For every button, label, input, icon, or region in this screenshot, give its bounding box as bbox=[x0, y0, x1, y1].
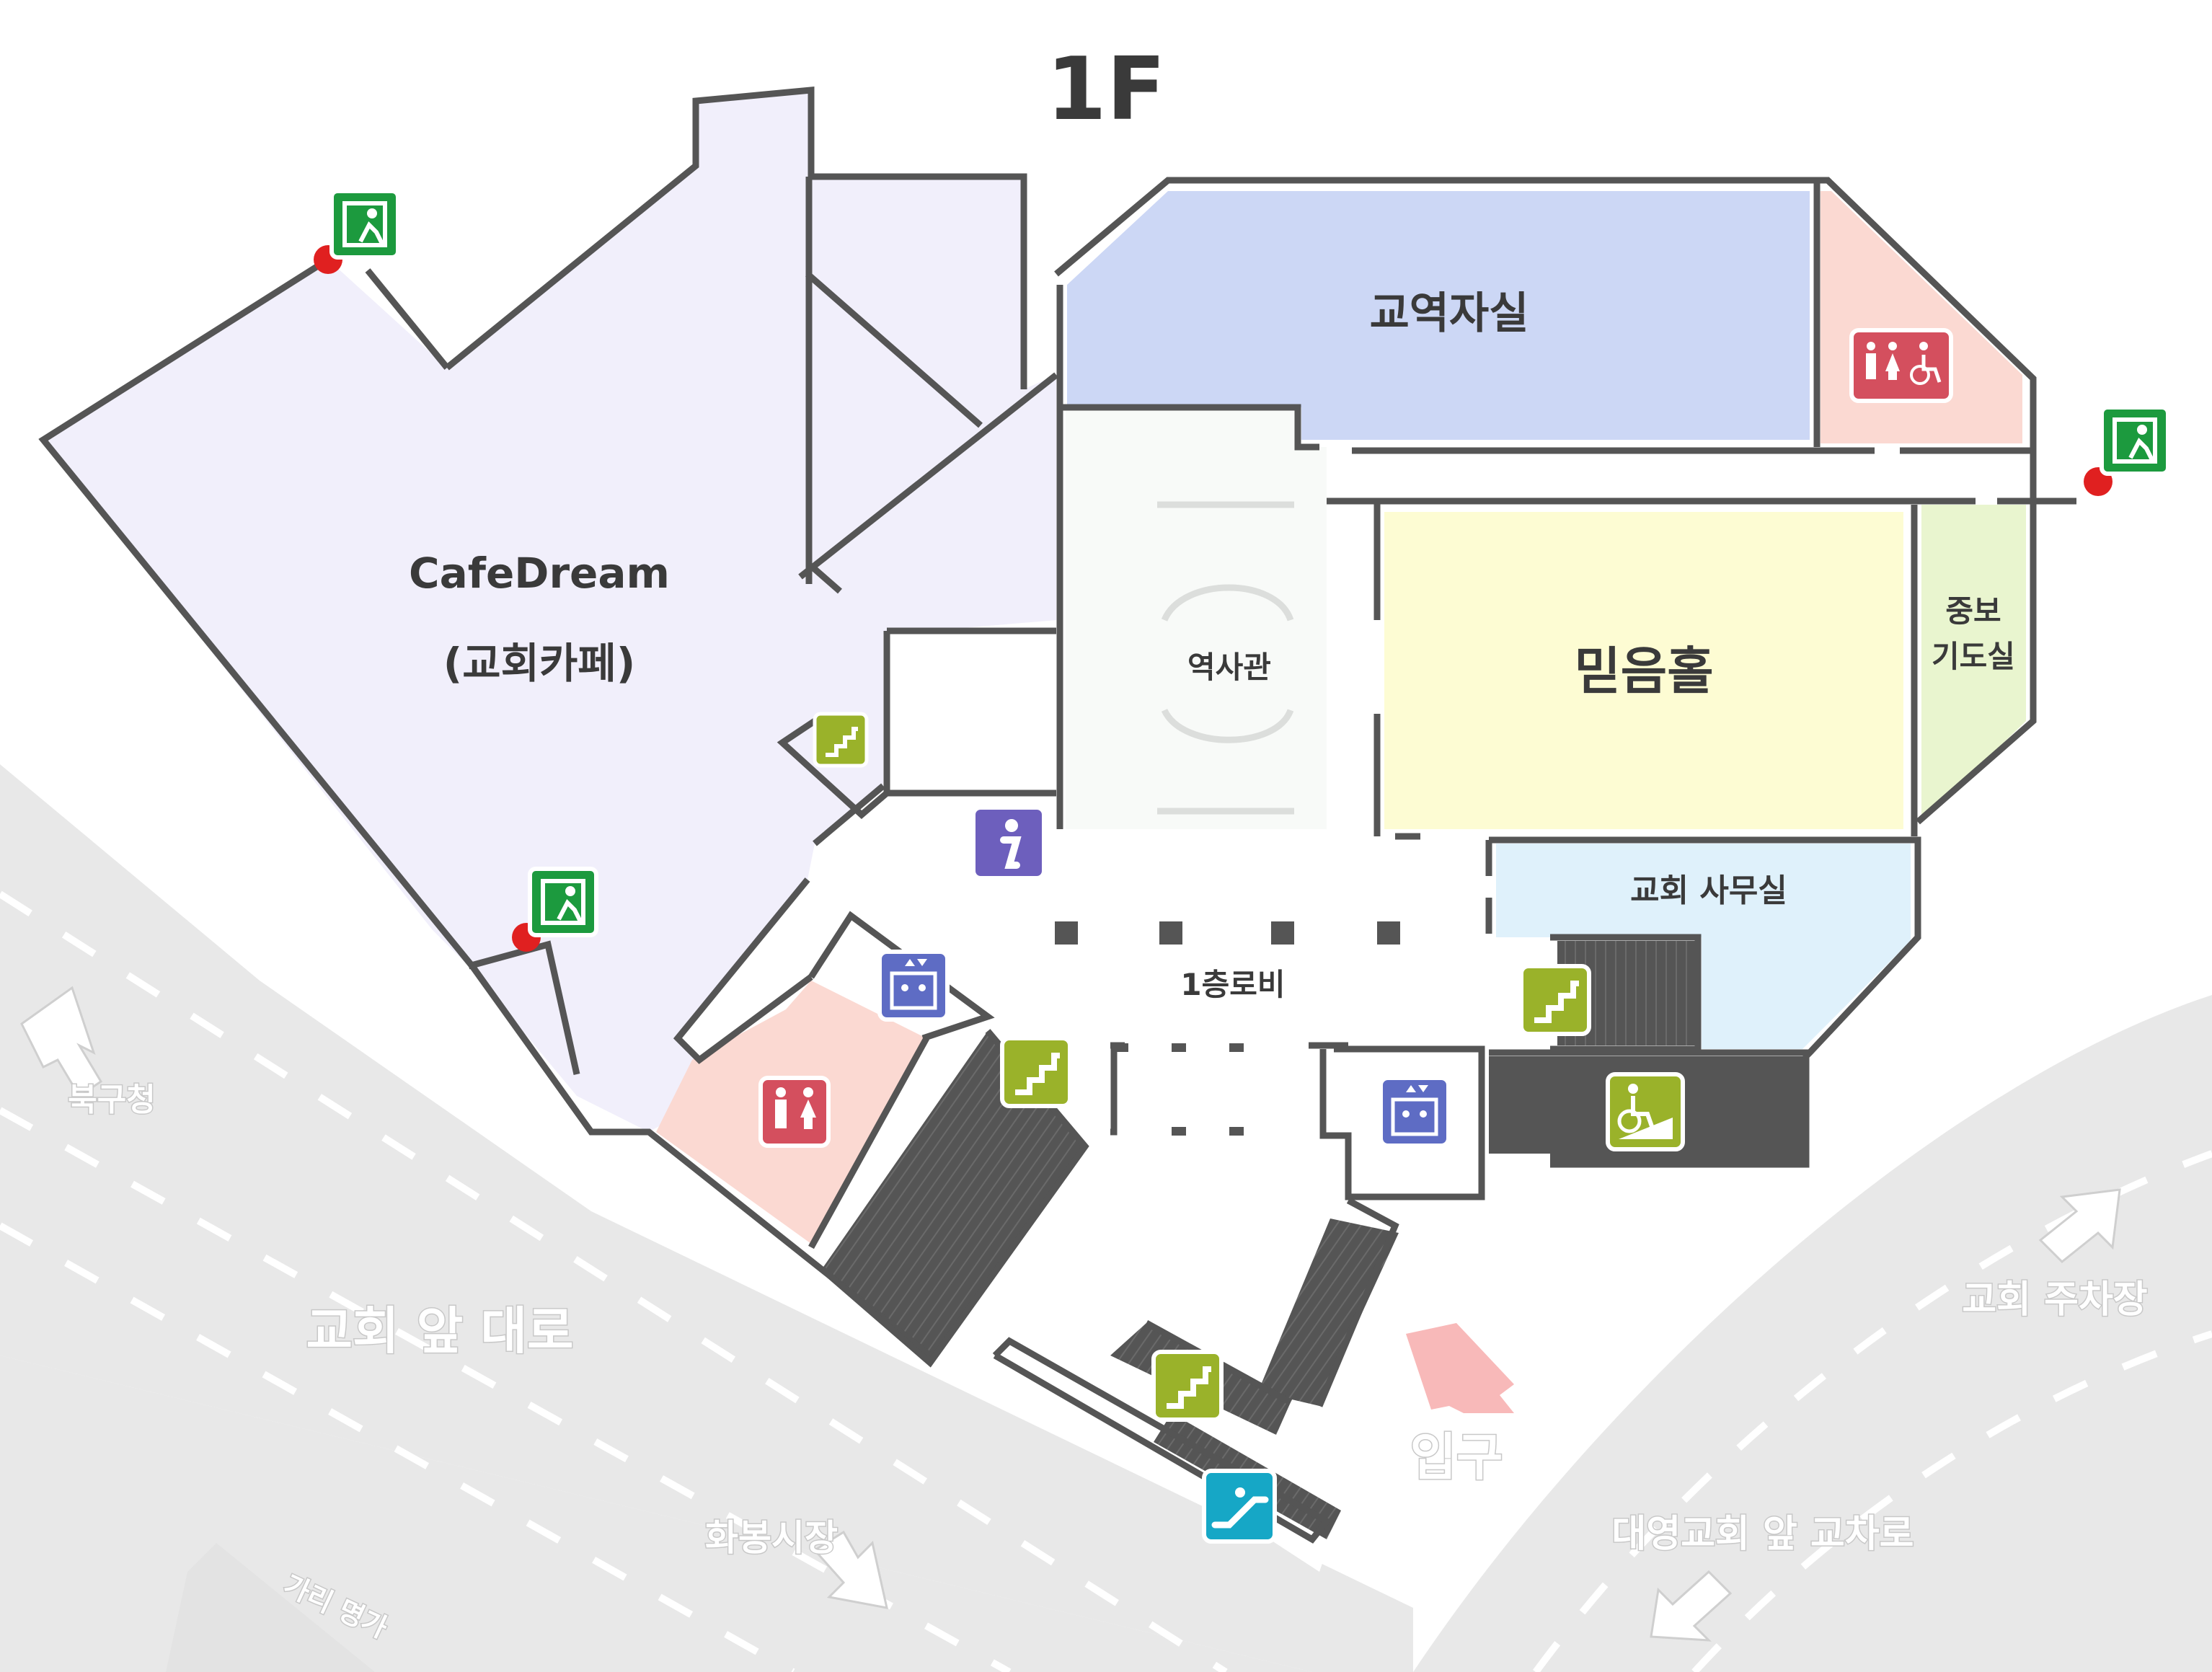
restroom-icon bbox=[758, 1076, 831, 1148]
intersection-label: 대영교회 앞 교차로 bbox=[1612, 1513, 1914, 1556]
restroom-top bbox=[1821, 191, 2022, 443]
entrance-label: 입구 bbox=[1410, 1428, 1503, 1487]
intersection-arrow-icon bbox=[1650, 1570, 1733, 1642]
main-road bbox=[0, 764, 1413, 1672]
cafe-name: CafeDream bbox=[409, 549, 670, 598]
elevator-icon bbox=[1379, 1076, 1451, 1148]
emergency-exit-icon bbox=[2084, 405, 2170, 496]
stairs-icon bbox=[1519, 964, 1591, 1036]
stairs-block-center bbox=[822, 1031, 1085, 1363]
storage-room bbox=[1067, 191, 1810, 440]
faith-hall bbox=[1384, 512, 1903, 829]
wheelchair-ramp-icon bbox=[1606, 1072, 1685, 1151]
history-hall-label: 역사관 bbox=[1187, 650, 1271, 685]
entrance-arrow-icon bbox=[1406, 1323, 1514, 1413]
cafe-area-main bbox=[43, 90, 1056, 1132]
stairs-icon bbox=[1000, 1036, 1072, 1108]
parking-road bbox=[1413, 995, 2212, 1672]
main-road-lower bbox=[0, 1355, 1312, 1672]
escalator-icon bbox=[1202, 1469, 1277, 1544]
emergency-exit-icon bbox=[314, 189, 400, 274]
lobby-markers bbox=[1055, 921, 1400, 1136]
prayer-room-label-1: 중보 bbox=[1945, 593, 2001, 629]
parking-arrow-icon bbox=[2038, 1188, 2121, 1264]
emergency-exit-icon bbox=[512, 867, 598, 952]
roads bbox=[0, 764, 2212, 1672]
market-arrow-icon bbox=[813, 1530, 888, 1609]
stairs-block-right bbox=[1557, 941, 1698, 1045]
storage-room-label: 교역자실 bbox=[1370, 288, 1529, 339]
floor-label: 1F bbox=[1046, 40, 1165, 140]
history-decor bbox=[1157, 501, 1294, 815]
main-road-label: 교회 앞 대로 bbox=[306, 1301, 574, 1361]
faith-hall-label: 믿음홀 bbox=[1574, 642, 1713, 701]
office-room bbox=[1496, 844, 1911, 1049]
prayer-room bbox=[1921, 505, 2026, 822]
office-label: 교회 사무실 bbox=[1630, 872, 1787, 909]
accessible-restroom-icon bbox=[1849, 328, 1953, 403]
prayer-room-label-2: 기도실 bbox=[1932, 639, 2015, 674]
market-label: 화봉시장 bbox=[705, 1517, 838, 1559]
stairs-block-bottom bbox=[1258, 1218, 1399, 1406]
information-icon bbox=[971, 805, 1046, 880]
side-street bbox=[166, 1543, 375, 1672]
north-arrow-icon bbox=[20, 986, 103, 1098]
stairs-icon bbox=[1151, 1350, 1224, 1422]
walls bbox=[38, 87, 2076, 1544]
stairs-icon bbox=[813, 712, 869, 768]
north-office-label: 북구청 bbox=[68, 1082, 155, 1118]
parking-label: 교회 주차장 bbox=[1962, 1278, 2147, 1322]
lobby-label: 1층로비 bbox=[1180, 967, 1285, 1002]
elevator-icon bbox=[877, 950, 950, 1022]
cafe-subtitle: (교회카페) bbox=[443, 639, 635, 688]
history-hall bbox=[1066, 411, 1327, 829]
